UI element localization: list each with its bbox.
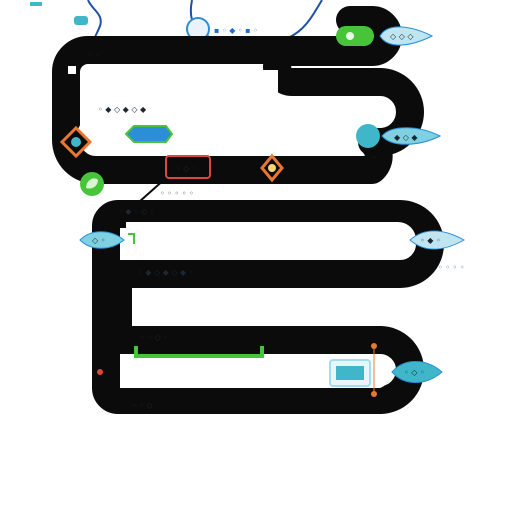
lane-3-glyphs: ◦ ◦ ◇ ◦ <box>140 333 168 342</box>
left-lower-red-dot <box>97 369 103 375</box>
lower-green-bar <box>134 346 264 358</box>
right-teardrop-pin <box>381 127 442 145</box>
upper-blue-capsule <box>124 125 174 143</box>
thread-top-dot <box>371 343 377 349</box>
bracket-icon <box>128 233 135 244</box>
right-bottom-pin-glyphs: ◦ ◇ ◦ <box>404 368 425 377</box>
top-glyph-strip: ▪ ◦ ◆ ◦ ▪ ◦ <box>214 26 258 35</box>
upper-left-mark <box>68 66 76 74</box>
right-bottom-teardrop-pin <box>391 361 443 383</box>
top-left-mark <box>30 2 42 6</box>
top-right-pin-glyph: ◇ ◇ ◇ <box>390 32 414 41</box>
left-diamond-core <box>71 137 81 147</box>
right-pin-sub: ◦ <box>372 153 377 162</box>
red-tag-glyphs: ◦ ◇ ◦ <box>176 164 197 173</box>
right-lower-pin-glyphs: ◦ ◆ ◦ <box>420 236 441 245</box>
right-side-glyphs: ◦ ◦ ◦ ◦ <box>438 263 465 272</box>
upper-inner-gap <box>88 70 278 108</box>
right-pin-glyphs: ◆ ◇ ◆ <box>394 133 418 142</box>
top-right-teardrop-pin <box>379 26 434 46</box>
bottom-glyphs: ◦ ◦ ◇ <box>132 401 154 410</box>
screen-card-inner <box>336 366 364 380</box>
upper-row-glyphs: ◦ ◆ ◇ ◆ ◇ ◆ <box>98 105 147 114</box>
lower-inner-lane-3 <box>120 354 393 388</box>
lower-inner-lane-1 <box>126 222 416 258</box>
leaf-icon <box>86 178 98 189</box>
right-lower-teardrop-pin <box>409 230 466 250</box>
left-lower-teardrop-pin <box>79 231 125 249</box>
lane-2-glyphs: ◦ ◆ ◇ ◆ ◇ ◆ ◦ <box>138 268 193 277</box>
left-lower-pin-glyphs: ◇ ◦ <box>92 236 105 245</box>
red-bracket-tag <box>165 155 211 179</box>
top-right-connector <box>189 0 323 43</box>
right-teal-circle <box>356 124 380 148</box>
thread-bottom-dot <box>371 391 377 397</box>
below-upper-glyphs: ◦ ◦ ◦ ◦ ◦ <box>160 189 194 198</box>
top-right-pill-dot <box>346 32 354 40</box>
top-right-green-pill <box>336 26 374 46</box>
upper-inner-lane <box>78 120 274 144</box>
lane-1-glyphs: ◦ ◆ ◦ ◇ ◦ <box>118 207 155 216</box>
center-diamond-core <box>268 164 276 172</box>
top-cyan-tag <box>74 16 88 25</box>
upper-left-glyphs: ◦ ◦ <box>88 51 100 60</box>
track-upper-outer <box>52 6 424 184</box>
